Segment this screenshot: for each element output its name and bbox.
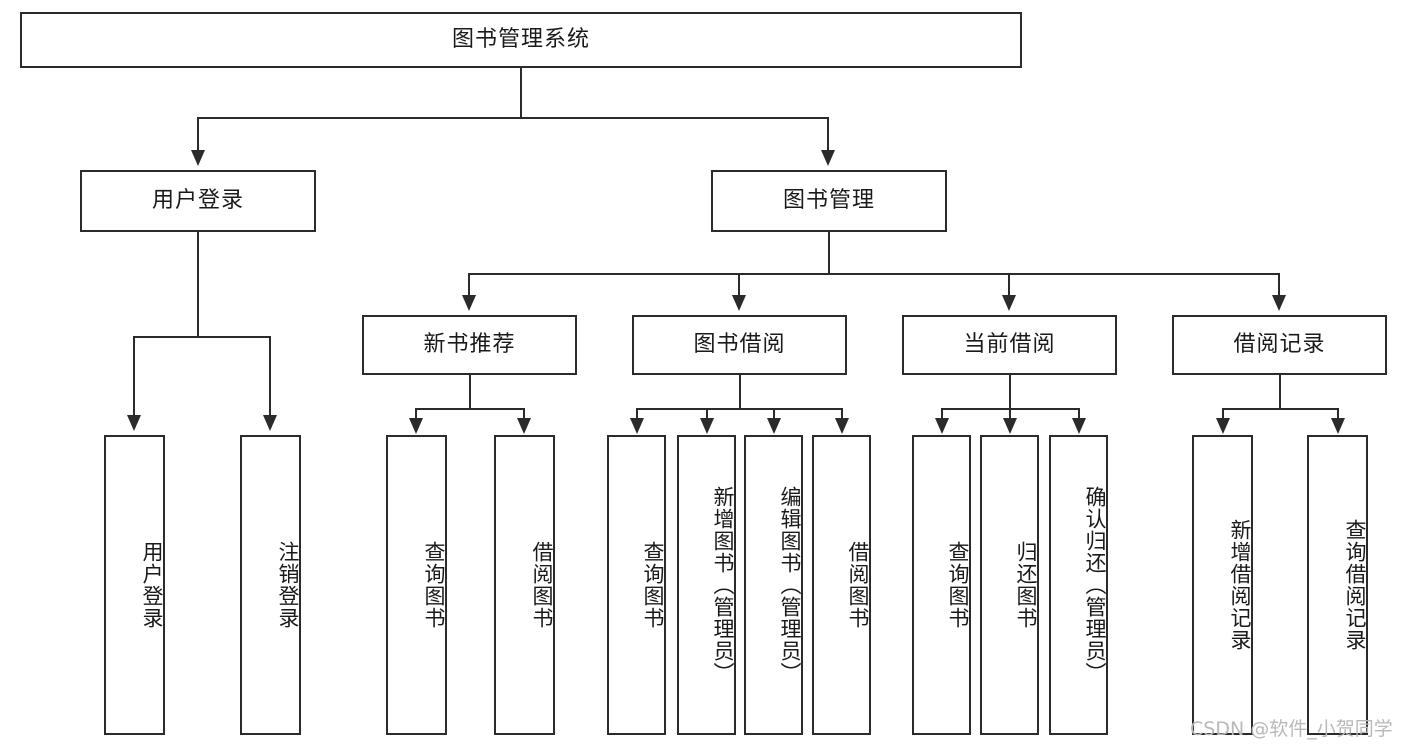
arrow-to-leaf-borrow-add xyxy=(700,418,714,434)
leaf-logout[interactable]: 注销登录 xyxy=(240,435,301,735)
connector-record-bus xyxy=(1222,408,1339,410)
watermark-text: CSDN @软件_小贺同学 xyxy=(1190,718,1393,740)
connector-bookmanage-stem xyxy=(828,232,830,273)
leaf-borrow-lend-book-label: 借阅图书 xyxy=(846,541,870,629)
leaf-current-return-book[interactable]: 归还图书 xyxy=(980,435,1039,735)
arrow-to-leaf-logout xyxy=(263,415,277,431)
connector-current-drop-2 xyxy=(1009,408,1011,420)
node-current-borrow[interactable]: 当前借阅 xyxy=(902,315,1117,375)
leaf-current-query-book[interactable]: 查询图书 xyxy=(912,435,971,735)
connector-userlogin-bus xyxy=(133,336,270,338)
leaf-borrow-edit-book-label: 编辑图书（管理员） xyxy=(778,486,802,684)
connector-current-drop-1 xyxy=(941,408,943,420)
node-new-book-recommend[interactable]: 新书推荐 xyxy=(362,315,577,375)
connector-bookmanage-bus xyxy=(468,273,1280,275)
node-root-system[interactable]: 图书管理系统 xyxy=(20,12,1022,68)
leaf-borrow-edit-book[interactable]: 编辑图书（管理员） xyxy=(744,435,803,735)
leaf-current-return-book-label: 归还图书 xyxy=(1014,541,1038,629)
connector-root-drop-right xyxy=(827,117,829,152)
arrow-to-borrow-record xyxy=(1272,295,1286,311)
connector-userlogin-stem xyxy=(197,232,199,336)
connector-recommend-stem xyxy=(469,375,471,408)
leaf-record-query[interactable]: 查询借阅记录 xyxy=(1307,435,1368,735)
connector-root-drop-left xyxy=(197,117,199,152)
connector-recommend-bus xyxy=(415,408,525,410)
connector-recommend-drop-1 xyxy=(415,408,417,420)
arrow-to-user-login xyxy=(191,150,205,166)
arrow-to-leaf-recommend-borrow xyxy=(517,418,531,434)
leaf-current-confirm-return[interactable]: 确认归还（管理员） xyxy=(1049,435,1108,735)
connector-bookmanage-drop-4 xyxy=(1278,273,1280,297)
arrow-to-leaf-record-query xyxy=(1331,418,1345,434)
arrow-to-current-borrow xyxy=(1002,295,1016,311)
arrow-to-leaf-current-return xyxy=(1003,418,1017,434)
connector-current-stem xyxy=(1009,375,1011,408)
connector-borrow-bus xyxy=(636,408,843,410)
connector-bookmanage-drop-2 xyxy=(738,273,740,297)
connector-userlogin-drop-2 xyxy=(269,336,271,417)
leaf-record-query-label: 查询借阅记录 xyxy=(1343,519,1367,651)
leaf-record-add-label: 新增借阅记录 xyxy=(1228,519,1252,651)
connector-borrow-drop-1 xyxy=(636,408,638,420)
connector-current-drop-3 xyxy=(1078,408,1080,420)
connector-root-bus xyxy=(197,117,828,119)
connector-root-stem xyxy=(520,68,522,117)
arrow-to-book-borrow xyxy=(732,295,746,311)
arrow-to-leaf-user-login xyxy=(127,415,141,431)
leaf-logout-label: 注销登录 xyxy=(276,541,300,629)
connector-borrow-drop-4 xyxy=(841,408,843,420)
connector-record-drop-2 xyxy=(1337,408,1339,420)
node-borrow-record[interactable]: 借阅记录 xyxy=(1172,315,1387,375)
connector-userlogin-drop-1 xyxy=(133,336,135,417)
arrow-to-leaf-current-query xyxy=(935,418,949,434)
leaf-recommend-query-book[interactable]: 查询图书 xyxy=(386,435,447,735)
node-user-login[interactable]: 用户登录 xyxy=(80,170,316,232)
connector-borrow-drop-2 xyxy=(706,408,708,420)
leaf-borrow-add-book-label: 新增图书（管理员） xyxy=(711,486,735,684)
leaf-recommend-borrow-book-label: 借阅图书 xyxy=(530,541,554,629)
arrow-to-book-manage xyxy=(821,150,835,166)
leaf-user-login[interactable]: 用户登录 xyxy=(104,435,165,735)
node-book-borrow[interactable]: 图书借阅 xyxy=(632,315,847,375)
arrow-to-new-book-recommend xyxy=(462,295,476,311)
leaf-current-confirm-return-label: 确认归还（管理员） xyxy=(1083,486,1107,684)
leaf-record-add[interactable]: 新增借阅记录 xyxy=(1192,435,1253,735)
leaf-borrow-lend-book[interactable]: 借阅图书 xyxy=(812,435,871,735)
connector-bookmanage-drop-3 xyxy=(1008,273,1010,297)
arrow-to-leaf-record-add xyxy=(1216,418,1230,434)
connector-bookmanage-drop-1 xyxy=(468,273,470,297)
arrow-to-leaf-current-confirm xyxy=(1072,418,1086,434)
arrow-to-leaf-borrow-query xyxy=(630,418,644,434)
connector-record-drop-1 xyxy=(1222,408,1224,420)
leaf-borrow-query-book[interactable]: 查询图书 xyxy=(607,435,666,735)
leaf-borrow-query-book-label: 查询图书 xyxy=(641,541,665,629)
connector-borrow-drop-3 xyxy=(773,408,775,420)
leaf-user-login-label: 用户登录 xyxy=(140,541,164,629)
arrow-to-leaf-recommend-query xyxy=(409,418,423,434)
node-book-manage[interactable]: 图书管理 xyxy=(711,170,947,232)
leaf-current-query-book-label: 查询图书 xyxy=(946,541,970,629)
arrow-to-leaf-borrow-edit xyxy=(767,418,781,434)
connector-record-stem xyxy=(1279,375,1281,408)
leaf-recommend-query-book-label: 查询图书 xyxy=(422,541,446,629)
connector-recommend-drop-2 xyxy=(523,408,525,420)
arrow-to-leaf-borrow-lend xyxy=(835,418,849,434)
leaf-recommend-borrow-book[interactable]: 借阅图书 xyxy=(494,435,555,735)
connector-borrow-stem xyxy=(739,375,741,408)
leaf-borrow-add-book[interactable]: 新增图书（管理员） xyxy=(677,435,736,735)
